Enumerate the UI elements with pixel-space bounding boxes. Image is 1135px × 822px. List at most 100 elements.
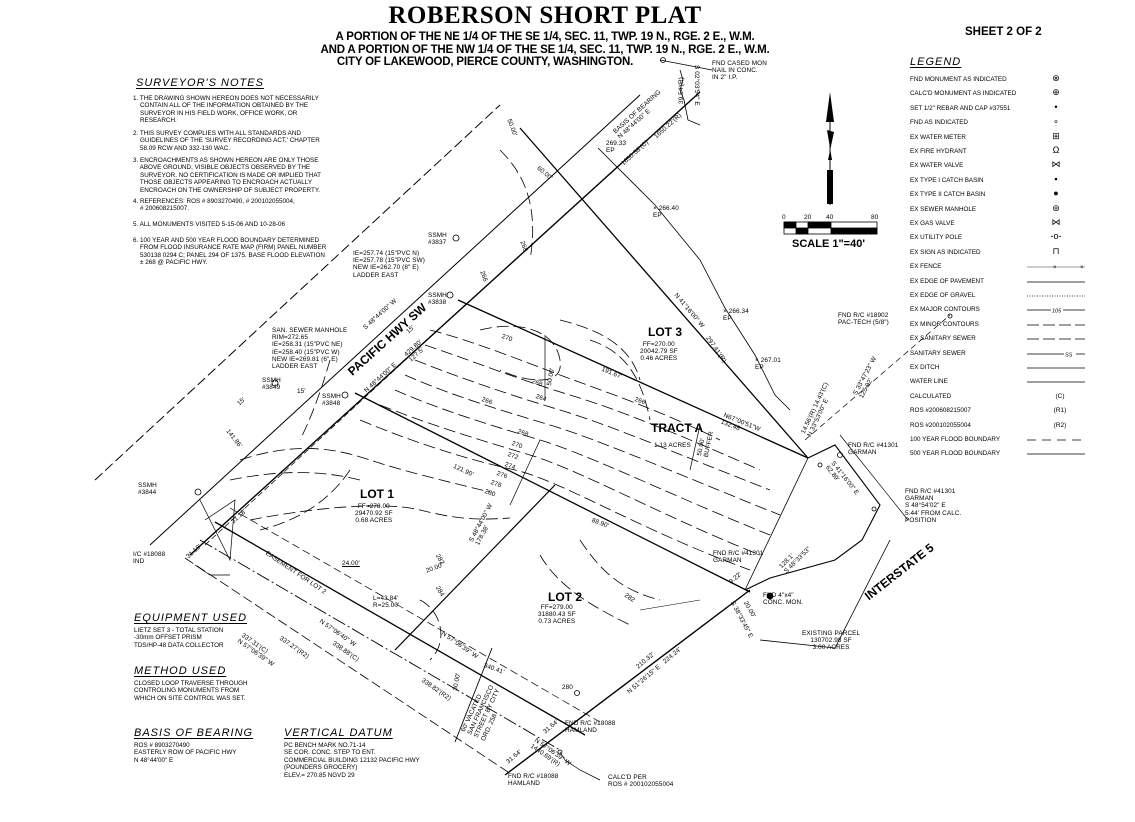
legend-item-label: SET 1/2" REBAR AND CAP #37551: [910, 104, 1011, 112]
scale-tick-20: 20: [804, 214, 812, 221]
sewer-line: SS: [1027, 349, 1085, 358]
svg-text:×: ×: [1053, 265, 1057, 271]
legend-item-label: EX SEWER MANHOLE: [910, 205, 977, 213]
elevation-label: × 266.34 EP: [723, 308, 749, 323]
legend-code: (R2): [1053, 421, 1067, 429]
elevation-label: × 267.01 EP: [755, 357, 781, 372]
lot-1-label: LOT 1: [360, 487, 395, 501]
fire-hydrant-icon: Ω: [1052, 145, 1060, 155]
distance-label: 39.54'(R): [678, 77, 685, 104]
lot-3-label: LOT 3: [648, 325, 683, 339]
southeast-property-line: [504, 589, 751, 776]
east-boundary: [744, 444, 881, 591]
water-valve-icon: ⋈: [1051, 159, 1061, 170]
interstate-fence: [759, 539, 891, 649]
edge-of-pavement: [597, 147, 791, 411]
curve-label: L=43.84' R=25.00': [373, 595, 400, 610]
rebar-cap-icon: •: [1054, 101, 1058, 112]
plat-subtitle-2: AND A PORTION OF THE NW 1/4 OF THE SE 1/…: [320, 44, 770, 56]
pac-tech-tie-line: [804, 314, 951, 441]
gravel-line: [1027, 295, 1085, 297]
basis-text: ROS # 8903270490 EASTERLY ROW OF PACIFIC…: [134, 742, 237, 764]
legend-code: (C): [1055, 392, 1065, 400]
existing-parcel-label: EXISTING PARCEL 130702.98 SF 3.00 ACRES: [802, 630, 861, 652]
surveyors-note-5: 5. ALL MONUMENTS VISITED 5-15-06 AND 10-…: [133, 221, 285, 228]
method-text: CLOSED LOOP TRAVERSE THROUGH CONTROLING …: [134, 680, 248, 702]
legend-item: EX UTILITY POLE -o-: [910, 231, 1110, 244]
legend-item-label: ROS #200102055004: [910, 421, 971, 429]
lot-1-info: FF=278.00 29470.92 SF 0.68 ACRES: [355, 503, 393, 525]
monument-symbols: [194, 57, 953, 755]
legend-item-label: EX MAJOR CONTOURS: [910, 306, 980, 314]
legend-item: EX GAS VALVE⋈: [910, 217, 1110, 230]
legend-item-label: EX SIGN AS INDICATED: [910, 248, 981, 256]
fnd-18088-label: FND R/C #18088 HAMLAND: [565, 720, 616, 735]
north-arrow-icon: [826, 92, 834, 205]
legend-item: CALC'D MONUMENT AS INDICATED⊕: [910, 87, 1110, 100]
surveyors-note-3: 3. ENCROACHMENTS AS SHOWN HEREON ARE ONL…: [133, 157, 321, 194]
legend-item-label: WATER LINE: [910, 378, 948, 386]
ssmh-3849-label: SSMH #3849: [262, 377, 281, 392]
ssmh-3837-inverts: IE=257.74 (15"PVC N) IE=257.78 (15"PVC S…: [353, 250, 426, 279]
found-monument-icon: ⊗: [1052, 73, 1060, 83]
distance-label: 24.00': [342, 560, 360, 567]
surveyors-note-1: 1. THE DRAWING SHOWN HEREON DOES NOT NEC…: [133, 95, 319, 125]
fnd-18902-label: FND R/C #18902 PAC-TECH (5/8"): [838, 312, 889, 327]
bearing-label: S 02°03'54" E: [693, 65, 700, 106]
ic-18088-label: I/C #18088 IND: [133, 551, 166, 566]
water-meter-icon: ⊞: [1052, 130, 1060, 141]
legend-item: WATER LINE: [910, 376, 1110, 388]
legend-item-label: ROS #200608215007: [910, 407, 971, 415]
legend-item-label: SANITARY SEWER: [910, 349, 966, 357]
legend-item: EX SIGN AS INDICATED⊓: [910, 246, 1110, 259]
legend-item: 500 YEAR FLOOD BOUNDARY: [910, 448, 1110, 460]
elevation-label: 269.33 EP: [606, 140, 627, 155]
legend-item-label: EX TYPE I CATCH BASIN: [910, 176, 984, 184]
contour-lines: [229, 149, 781, 661]
legend-item-label: EX EDGE OF PAVEMENT: [910, 277, 984, 285]
flood-100-line: [1027, 439, 1085, 441]
legend-item: SANITARY SEWER SS: [910, 348, 1110, 360]
legend-item: EX SANITARY SEWER: [910, 333, 1110, 345]
legend-item: EX TYPE I CATCH BASIN ▪: [910, 173, 1110, 187]
legend-item: EX MAJOR CONTOURS 105: [910, 304, 1110, 316]
tract-a-area: 1.13 ACRES: [654, 442, 691, 449]
catch-basin-1-icon: ▪: [1054, 173, 1058, 184]
legend-code: (R1): [1053, 407, 1067, 415]
ssmh-3844-label: SSMH #3844: [138, 482, 157, 497]
utility-pole-icon: -o-: [1050, 231, 1062, 242]
method-heading: METHOD USED: [134, 665, 227, 677]
legend-item-label: EX GAS VALVE: [910, 220, 955, 227]
legend-item-label: CALC'D MONUMENT AS INDICATED: [910, 90, 1017, 98]
fnd-41301-label: FND R/C #41301 GARMAN: [713, 550, 764, 565]
legend-item-label: FND AS INDICATED: [910, 119, 968, 127]
legend-item: EX WATER METER ⊞: [910, 130, 1110, 144]
legend-item-label: CALCULATED: [910, 392, 952, 400]
legend-line-sample: 105: [1052, 309, 1062, 315]
sheet-number: SHEET 2 OF 2: [965, 26, 1042, 38]
legend-item: EX MINOR CONTOURS: [910, 319, 1110, 331]
legend-item-label: EX WATER METER: [910, 133, 966, 141]
lot-3-info: FF=270.00 20042.79 SF 0.46 ACRES: [640, 341, 678, 363]
equipment-heading: EQUIPMENT USED: [134, 612, 248, 624]
scale-tick-80: 80: [871, 214, 879, 221]
plat-subtitle-1: A PORTION OF THE NE 1/4 OF THE SE 1/4, S…: [335, 31, 755, 43]
surveyors-note-4: 4. REFERENCES: ROS # 8903270490, # 20010…: [133, 198, 295, 213]
tract-a-south-line: [354, 392, 751, 593]
scale-tick-40: 40: [826, 214, 834, 221]
ssmh-3838-label: SSMH #3838: [428, 292, 447, 307]
fnd-cased-mon-label: FND CASED MON NAIL IN CONC. IN 2" I.P.: [712, 60, 767, 82]
major-contour-line: 105: [1027, 306, 1085, 315]
san-sewer-manhole-label: SAN. SEWER MANHOLE RIM=272.65 IE=258.31 …: [272, 327, 348, 370]
fnd-18088-hamland-label: FND R/C #18088 HAMLAND: [508, 773, 559, 788]
legend-item: ROS #200608215007 (R1): [910, 405, 1110, 417]
legend-item-label: EX UTILITY POLE: [910, 234, 963, 242]
ex-sewer-line: [1027, 338, 1085, 340]
legend-item: EX FENCE××: [910, 261, 1110, 273]
legend-line-sample: SS: [1065, 352, 1073, 358]
legend-item-label: EX MINOR CONTOURS: [910, 320, 979, 328]
legend-item-label: FND MONUMENT AS INDICATED: [910, 76, 1007, 83]
calcd-per-label: CALC'D PER ROS # 200102055004: [608, 774, 674, 789]
